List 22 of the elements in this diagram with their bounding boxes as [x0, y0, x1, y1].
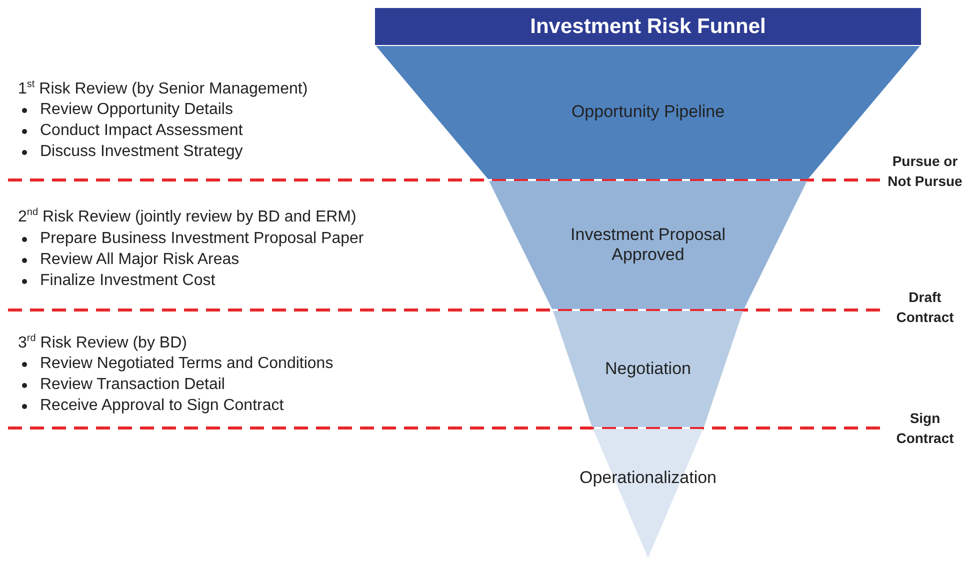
review-step: Review Negotiated Terms and Conditions — [40, 355, 334, 373]
review-step: Review Opportunity Details — [40, 101, 233, 119]
stage-label: Negotiation — [604, 358, 691, 380]
review-step: Prepare Business Investment Proposal Paper — [40, 230, 364, 248]
decision-note: Pursue or Not Pursue — [886, 152, 964, 191]
stage-label: Opportunity Pipeline — [571, 102, 725, 123]
review-step: Receive Approval to Sign Contract — [40, 397, 284, 415]
stage-label: Operationalization — [579, 468, 717, 489]
review-step: Conduct Impact Assessment — [40, 122, 243, 140]
review-step: Discuss Investment Strategy — [40, 143, 243, 161]
decision-note: Sign Contract — [895, 409, 955, 448]
funnel-stage — [553, 311, 743, 427]
funnel-stage — [489, 181, 807, 309]
review-heading: 2$^{nd}$ Risk Review (jointly review by BD and ERM) — [18, 207, 356, 226]
decision-note: Draft Contract — [895, 288, 955, 327]
review-step: Review Transaction Detail — [40, 376, 225, 394]
review-step: Review All Major Risk Areas — [40, 251, 240, 269]
review-step: Finalize Investment Cost — [40, 272, 216, 290]
stage-label: Investment Proposal Approved — [570, 224, 726, 266]
title-banner: Investment Risk Funnel — [375, 8, 921, 45]
review-heading: 1$^{st}$ Risk Review (by Senior Management) — [18, 79, 308, 98]
review-heading: 3$^{rd}$ Risk Review (by BD) — [18, 333, 187, 352]
